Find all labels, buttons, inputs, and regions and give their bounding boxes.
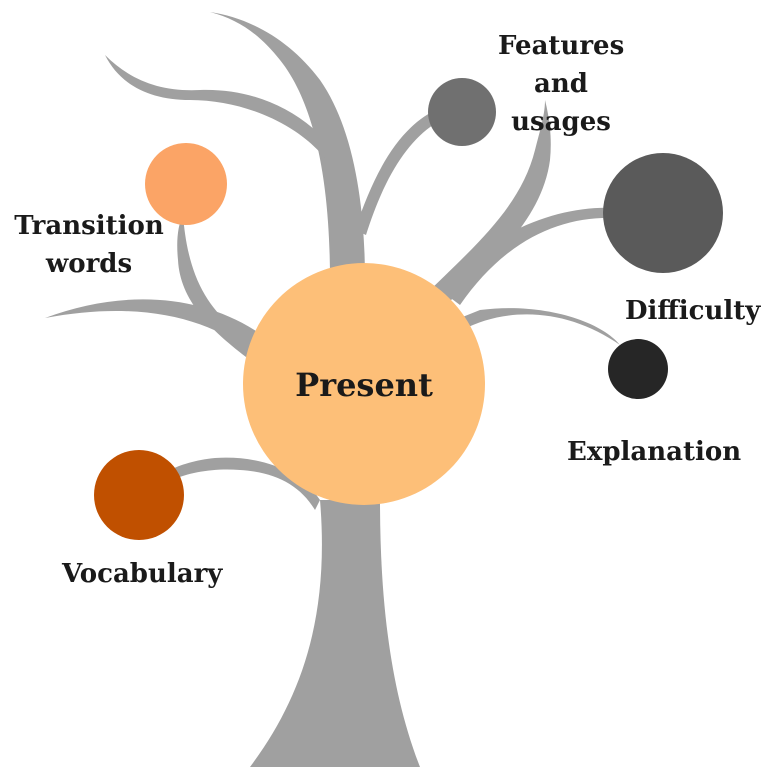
label-difficulty: Difficulty — [625, 296, 761, 326]
branch-features — [355, 108, 445, 235]
label-transition: Transition words — [14, 211, 164, 279]
center-node — [243, 263, 485, 505]
label-vocabulary: Vocabulary — [62, 559, 223, 589]
node-vocabulary — [94, 450, 184, 540]
node-features — [428, 78, 496, 146]
branch-explanation — [460, 308, 620, 345]
branch-top — [210, 12, 365, 280]
node-transition — [145, 143, 227, 225]
tree-trunk-and-branches — [45, 12, 620, 767]
center-label: Present — [295, 366, 433, 404]
node-difficulty — [603, 153, 723, 273]
branch-difficulty — [440, 207, 615, 305]
node-explanation — [608, 339, 668, 399]
branch-left — [45, 299, 262, 355]
tree-trunk — [250, 500, 420, 767]
label-features: Features and usages — [498, 31, 625, 137]
label-explanation: Explanation — [567, 437, 742, 467]
